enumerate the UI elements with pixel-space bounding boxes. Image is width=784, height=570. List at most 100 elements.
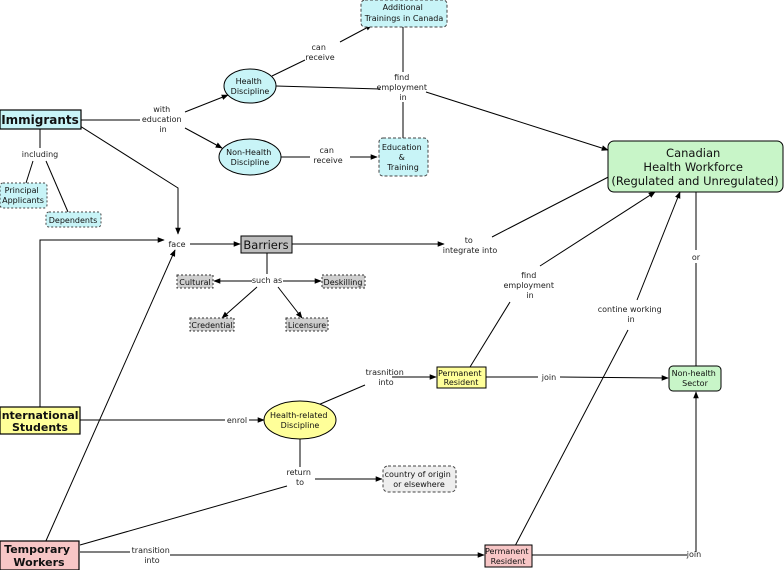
label-can-receive-1a: can	[312, 43, 326, 52]
edge-including-dependents	[45, 160, 69, 213]
permanent-resident-top-node: Permanent Resident	[436, 366, 487, 389]
svg-text:to integrate into: to integrate into	[443, 236, 498, 255]
international-students-line2: Students	[12, 421, 68, 434]
non-health-discipline-line2: Discipline	[231, 158, 270, 167]
edge-health-can-receive	[271, 59, 306, 77]
edge-findemp2-workforce	[539, 191, 656, 267]
label-trasnition-1: trasnition	[366, 368, 404, 377]
label-to-integrate-2: integrate into	[443, 246, 498, 255]
svg-text:can receive: can receive	[313, 146, 342, 165]
permanent-resident-top-line1: Permanent	[438, 369, 482, 378]
education-training-line1: Education	[382, 143, 422, 152]
label-join-1: join	[541, 373, 556, 382]
country-of-origin-line1: country of origin	[385, 470, 451, 479]
cultural-label: Cultural	[179, 278, 211, 287]
label-face: face	[168, 240, 185, 249]
label-find-employment-1c: in	[399, 93, 406, 102]
dependents-node: Dependents	[45, 211, 102, 228]
label-return-1: return	[286, 468, 310, 477]
principal-applicants-line1: Principal	[5, 186, 39, 195]
cultural-node: Cultural	[176, 274, 214, 289]
label-find-employment-2a: find	[521, 271, 536, 280]
label-find-employment-1a: find	[394, 73, 409, 82]
edge-education-health	[184, 94, 229, 113]
svg-text:with education in: with education in	[142, 105, 184, 134]
edge-labels: with education in can receive can receiv…	[22, 43, 701, 565]
label-transition-1: transition	[132, 546, 170, 555]
label-find-employment-2c: in	[526, 291, 533, 300]
canadian-workforce-line2: Health Workforce	[643, 160, 743, 174]
health-related-line1: Health-related	[270, 411, 327, 420]
canadian-workforce-line3: (Regulated and Unregulated)	[611, 174, 778, 188]
label-such-as: such as	[252, 276, 282, 285]
svg-text:Additional Trainings i: Additional Trainings in Canada	[364, 3, 444, 23]
temporary-workers-line1: Temporary	[4, 543, 70, 556]
edge-workers-return	[79, 485, 288, 546]
additional-trainings-line2: Trainings in Canada	[364, 14, 444, 23]
edge-contine-workforce	[636, 191, 681, 301]
permanent-resident-bottom-line1: Permanent	[485, 547, 529, 556]
edge-education-nonhealth	[184, 127, 223, 149]
svg-text:Education & Tr: Education & Training	[382, 143, 424, 172]
permanent-resident-bottom-line2: Resident	[491, 557, 526, 566]
svg-text:International Students: International Students	[0, 409, 82, 434]
edge-pr2-contine	[514, 329, 629, 547]
label-with-education-in-2: education	[142, 115, 182, 124]
permanent-resident-top-line2: Resident	[444, 378, 479, 387]
svg-text:Permanent Resident: Permanent Resident	[438, 369, 484, 387]
label-with-education-in-1: with	[153, 105, 170, 114]
edge-integrate-workforce	[491, 170, 621, 238]
immigrants-label: Immigrants	[1, 113, 79, 127]
label-can-receive-2b: receive	[313, 156, 342, 165]
edge-immigrants-face	[79, 125, 181, 235]
svg-text:contine working in: contine working in	[598, 305, 665, 324]
immigrants-node: Immigrants	[0, 109, 82, 130]
svg-text:Permanent Resident: Permanent Resident	[485, 547, 531, 566]
edges	[25, 24, 699, 558]
country-of-origin-line2: or elsewhere	[393, 480, 445, 489]
deskilling-label: Deskilling	[324, 278, 363, 287]
permanent-resident-bottom-node: Permanent Resident	[484, 544, 533, 568]
dependents-label: Dependents	[49, 216, 98, 225]
edge-pr-findemp	[469, 301, 511, 368]
health-related-discipline-node: Health-related Discipline	[263, 400, 337, 440]
svg-text:find employment in: find employment in	[503, 271, 556, 300]
label-including: including	[22, 150, 58, 159]
svg-text:Temporary Workers: Temporary Workers	[4, 543, 74, 569]
education-training-node: Education & Training	[378, 137, 429, 177]
international-students-line1: International	[0, 409, 79, 422]
edge-join-nonhealth	[559, 375, 669, 381]
svg-text:return to: return to	[286, 468, 313, 487]
svg-text:find employment in: find employment in	[376, 73, 429, 102]
education-training-line2: &	[399, 153, 405, 162]
edge-healthrel-trasnition	[317, 384, 366, 406]
non-health-sector-line1: Non-health	[672, 369, 716, 378]
edge-workers-face	[44, 249, 176, 544]
edge-suchas-licensure	[277, 286, 303, 319]
country-of-origin-node: country of origin or elsewhere	[382, 465, 457, 493]
non-health-discipline-line1: Non-Health	[226, 148, 271, 157]
additional-trainings-node: Additional Trainings in Canada	[360, 0, 448, 28]
label-or: or	[692, 253, 701, 262]
temporary-workers-line2: Workers	[13, 556, 65, 569]
edge-health-findemp	[275, 85, 381, 90]
label-find-employment-1b: employment	[376, 83, 427, 92]
health-discipline-node: Health Discipline	[223, 68, 277, 104]
credential-label: Credential	[191, 321, 232, 330]
svg-text:Non-health Sector: Non-health Sector	[672, 369, 719, 388]
svg-text:country of origin or e: country of origin or elsewhere	[385, 470, 454, 489]
health-related-line2: Discipline	[281, 421, 320, 430]
svg-text:Principal Applicants: Principal Applicants	[2, 186, 44, 205]
edge-students-face	[39, 237, 165, 407]
edge-suchas-credential	[221, 286, 258, 319]
canadian-workforce-line1: Canadian	[666, 146, 720, 160]
non-health-sector-node: Non-health Sector	[668, 365, 722, 392]
licensure-label: Licensure	[288, 321, 326, 330]
barriers-node: Barriers	[240, 235, 293, 254]
health-discipline-line1: Health	[236, 77, 262, 86]
licensure-node: Licensure	[285, 317, 329, 332]
label-can-receive-2a: can	[320, 146, 334, 155]
svg-text:Health Discipline: Health Discipline	[231, 77, 270, 96]
principal-applicants-node: Principal Applicants	[0, 182, 48, 209]
